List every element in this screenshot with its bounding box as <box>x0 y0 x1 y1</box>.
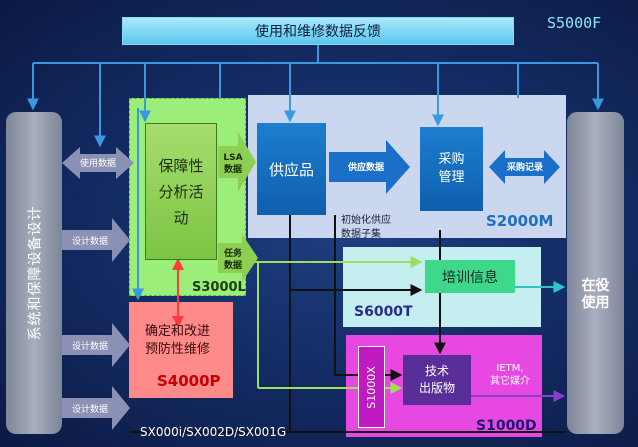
system-design-column <box>6 112 62 434</box>
s4000p-label: S4000P <box>157 372 221 390</box>
s4000p-line1: 确定和改进 <box>145 324 211 339</box>
task-data-links <box>246 256 423 394</box>
init-subset-line1: 初始化供应 <box>341 215 391 226</box>
techpub-line1: 技术 <box>424 364 449 378</box>
s1000x-box: S1000X <box>358 346 385 428</box>
s6000t-label: S6000T <box>354 304 413 320</box>
design-data-label-3: 设计数据 <box>72 403 108 415</box>
preventive-maintenance-title: 确定和改进 预防性维修 <box>145 323 235 359</box>
design-data-arrow-1 <box>62 218 130 262</box>
s1000x-label: S1000X <box>365 365 379 409</box>
lsa-data-label-line2: 数据 <box>224 163 242 175</box>
task-data-arrow <box>218 234 258 282</box>
supportability-line1: 保障性 <box>158 156 204 175</box>
ietm-line2: 其它媒介 <box>490 376 530 387</box>
design-data-label-1: 设计数据 <box>72 235 108 247</box>
supply-links <box>289 215 446 432</box>
specification-caption: SX000i/SX002D/SX001G <box>140 425 287 439</box>
tech-publication-box: 技术 出版物 <box>403 355 471 405</box>
procurement-line2: 管理 <box>438 170 465 185</box>
procurement-line1: 采购 <box>438 152 465 167</box>
in-service-label-line1: 在役 <box>581 278 610 294</box>
init-subset-line2: 数据子集 <box>341 229 381 240</box>
supply-data-arrow <box>329 140 410 194</box>
s3000l-label: S3000L <box>192 280 246 295</box>
techpub-line2: 出版物 <box>418 381 455 395</box>
design-data-arrow-2 <box>62 323 130 367</box>
in-service-column <box>567 112 624 434</box>
procurement-record-label: 采购记录 <box>506 161 543 173</box>
in-service-label-line2: 使用 <box>581 295 610 311</box>
s1000d-label: S1000D <box>476 418 537 434</box>
ietm-label: IETM, 其它媒介 <box>482 362 538 388</box>
initial-supply-subset-label: 初始化供应 数据子集 <box>341 214 421 242</box>
lsa-data-arrow <box>218 132 256 192</box>
procurement-box: 采购 管理 <box>420 127 483 211</box>
ietm-line1: IETM, <box>496 363 524 374</box>
usage-data-arrow <box>62 147 134 179</box>
s2000m-label: S2000M <box>486 212 554 230</box>
supply-data-label: 供应数据 <box>347 161 384 173</box>
training-info-box: 培训信息 <box>425 260 515 293</box>
supportability-analysis-box: 保障性 分析活 动 <box>145 123 217 260</box>
s5000f-label: S5000F <box>547 14 602 32</box>
task-data-label-line1: 任务 <box>223 247 243 259</box>
task-data-label-line2: 数据 <box>224 259 242 271</box>
supply-box: 供应品 <box>257 123 326 215</box>
s4000p-line2: 预防性维修 <box>145 342 211 357</box>
lsa-data-label-line1: LSA <box>223 153 242 163</box>
design-data-label-2: 设计数据 <box>72 340 108 352</box>
supportability-line3: 动 <box>173 208 189 227</box>
supportability-line2: 分析活 <box>158 182 204 201</box>
feedback-banner: 使用和维修数据反馈 <box>122 17 514 45</box>
procurement-record-arrow <box>489 150 560 184</box>
feedback-bus <box>27 45 604 301</box>
usage-data-label: 使用数据 <box>80 157 116 169</box>
design-data-arrow-3 <box>62 386 130 430</box>
